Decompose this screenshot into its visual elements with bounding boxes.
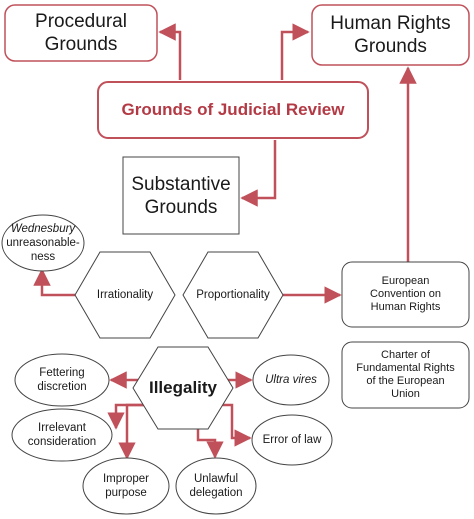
wednesbury-label: Wednesbury unreasonable- ness — [6, 223, 80, 263]
arrow-to-procedural — [158, 23, 182, 80]
error-of-law-label: Error of law — [262, 434, 322, 446]
unlawful-label: Unlawful delegation — [189, 473, 243, 499]
fettering-label: Fettering discretion — [37, 367, 87, 393]
irrationality-label: Irrationality — [96, 289, 154, 301]
procedural-grounds-box — [4, 4, 158, 62]
proportionality-label: Proportionality — [196, 289, 270, 301]
echr-label: European Convention on Human Rights — [370, 275, 441, 313]
substantive-grounds-box — [122, 156, 240, 235]
illegality-label: Illegality — [148, 378, 218, 397]
irrelevant-ellipse — [11, 408, 113, 462]
arrow-to-human-rights — [280, 23, 310, 80]
improper-ellipse — [82, 457, 170, 515]
substantive-grounds-label: Substantive Grounds — [131, 173, 231, 218]
judicial-review-box — [97, 81, 369, 139]
proportionality-hexagon — [182, 251, 284, 339]
wednesbury-ellipse — [1, 214, 85, 272]
illegality-hexagon — [132, 346, 234, 430]
irrelevant-label: Irrelevant consideration — [27, 422, 97, 448]
arrow-to-wednesbury — [33, 268, 75, 297]
error-of-law-ellipse — [251, 414, 333, 466]
procedural-grounds-label: Procedural Grounds — [35, 11, 127, 55]
unlawful-ellipse — [175, 457, 257, 515]
improper-label: Improper purpose — [102, 473, 150, 499]
arrow-to-error-of-law — [215, 403, 252, 447]
judicial-review-title: Grounds of Judicial Review — [121, 100, 345, 119]
human-rights-grounds-label: Human Rights Grounds — [330, 13, 451, 57]
ultra-vires-label: Ultra vires — [265, 374, 317, 386]
charter-box — [341, 341, 470, 409]
human-rights-grounds-box — [311, 4, 470, 66]
fettering-ellipse — [14, 353, 110, 407]
ultra-vires-ellipse — [252, 354, 330, 406]
echr-box — [341, 261, 470, 328]
charter-label: Charter of Fundamental Rights of the Eur… — [356, 349, 455, 400]
irrationality-hexagon — [74, 251, 176, 339]
arrow-to-substantive — [240, 140, 277, 207]
